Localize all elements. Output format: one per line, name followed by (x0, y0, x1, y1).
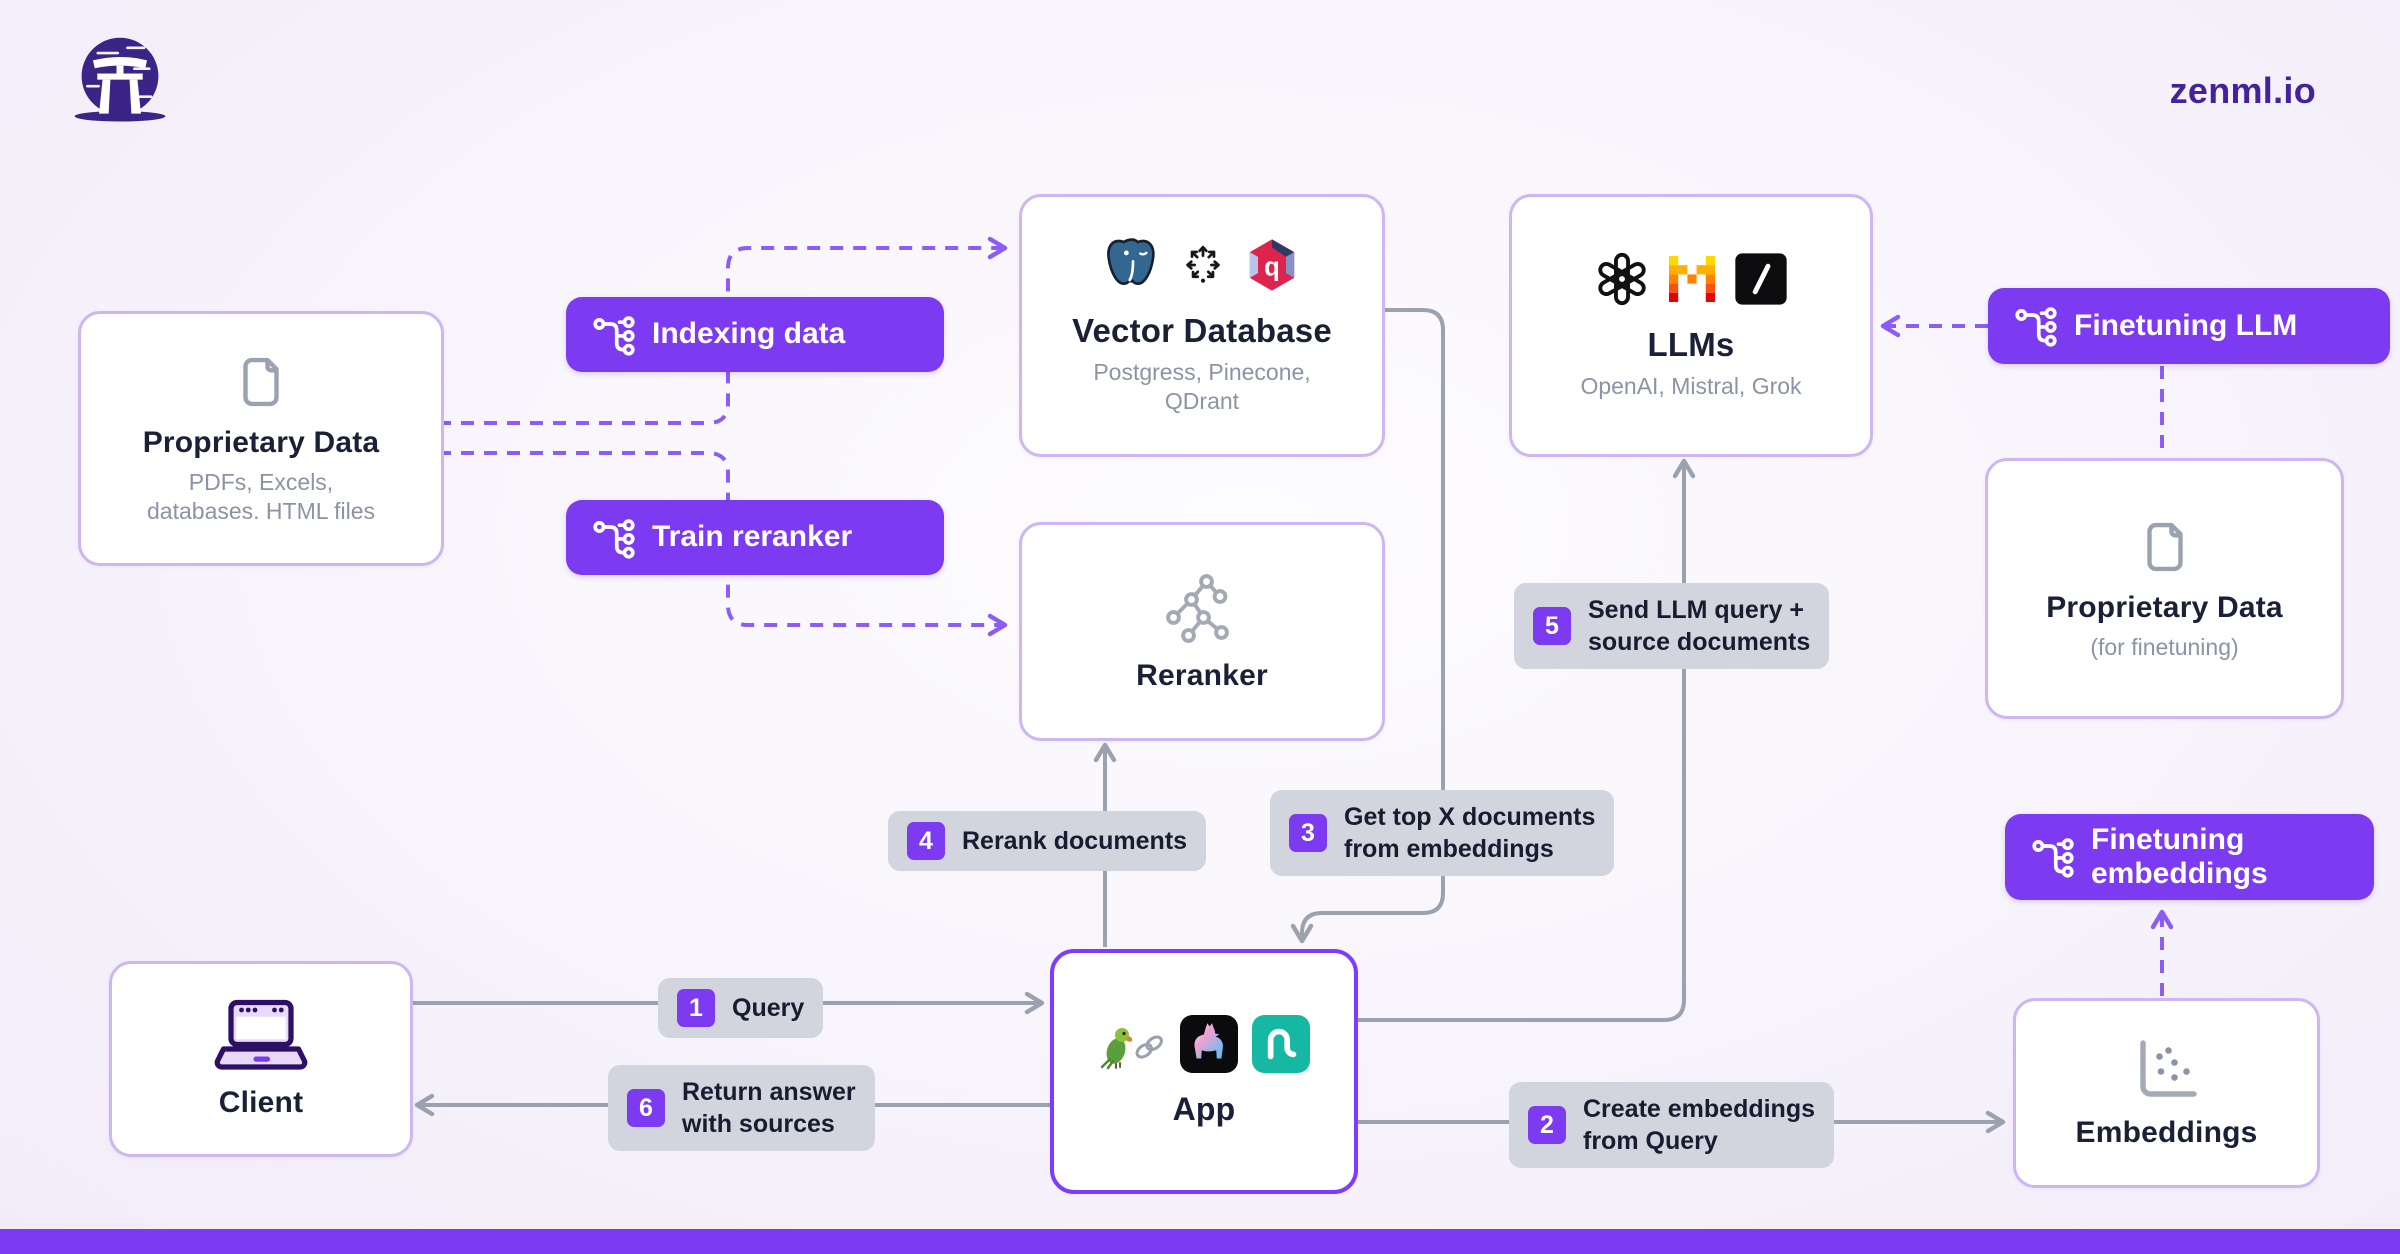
step-label: Query (732, 994, 805, 1022)
app-node: App (1050, 949, 1358, 1194)
step-number: 2 (1528, 1106, 1566, 1144)
grok-icon (1733, 251, 1789, 312)
vector-database-node: q Vector Database Postgress, Pinecone, Q… (1019, 194, 1385, 457)
openai-icon (1593, 250, 1651, 313)
qdrant-icon: q (1244, 237, 1300, 298)
scatter-plot-icon (2131, 1037, 2203, 1103)
step-number: 3 (1289, 814, 1327, 852)
pipeline-label: Indexing data (652, 317, 846, 351)
pipeline-label: Finetuning embeddings (2091, 822, 2268, 891)
pipeline-icon (2031, 835, 2075, 879)
step-badge-1: 1 Query (658, 978, 824, 1038)
node-subtitle: OpenAI, Mistral, Grok (1580, 373, 1802, 400)
step-label: Create embeddings from Query (1583, 1095, 1816, 1155)
finetuning-embeddings-pipeline-button[interactable]: Finetuning embeddings (2005, 814, 2374, 900)
llms-node: LLMs OpenAI, Mistral, Grok (1509, 194, 1873, 457)
client-node: Client (109, 961, 413, 1157)
step-number: 5 (1533, 607, 1571, 645)
llm-icons (1593, 250, 1789, 313)
pipeline-icon (592, 313, 636, 357)
send-llm-query-line (1350, 458, 1696, 1022)
step-badge-3: 3 Get top X documents from embeddings (1270, 790, 1615, 876)
document-icon (230, 351, 292, 413)
node-title: Vector Database (1072, 311, 1332, 349)
node-subtitle: (for finetuning) (2090, 633, 2239, 660)
node-title: Reranker (1136, 658, 1268, 692)
mistral-icon (1669, 256, 1715, 307)
brand-text[interactable]: zenml.io (2169, 70, 2316, 111)
step-badge-6: 6 Return answer with sources (608, 1065, 875, 1151)
finetuning-llm-pipeline-button[interactable]: Finetuning LLM (1988, 288, 2390, 364)
laptop-icon (213, 998, 309, 1073)
step-badge-4: 4 Rerank documents (888, 811, 1207, 871)
langchain-parrot-chain-icon (1098, 1024, 1166, 1070)
embeddings-node: Embeddings (2013, 998, 2320, 1188)
train-reranker-pipeline-button[interactable]: Train reranker (566, 500, 944, 575)
footer-accent-bar (0, 1229, 2400, 1254)
vector-db-icons: q (1104, 236, 1300, 299)
node-title: Proprietary Data (2046, 590, 2283, 624)
llamaindex-icon (1180, 1015, 1238, 1078)
reranker-node: Reranker (1019, 522, 1385, 741)
pinecone-icon (1180, 242, 1226, 293)
pipeline-label: Train reranker (652, 520, 853, 554)
node-title: LLMs (1647, 326, 1735, 364)
top-x-documents-line (1290, 308, 1445, 944)
step-label: Rerank documents (962, 827, 1188, 855)
step-label: Return answer with sources (682, 1078, 856, 1138)
svg-text:q: q (1264, 253, 1280, 281)
tree-nodes-icon (1160, 571, 1244, 646)
step-number: 4 (907, 822, 945, 860)
node-title: Client (218, 1086, 304, 1119)
teal-a-icon (1252, 1015, 1310, 1078)
node-title: Embeddings (2075, 1115, 2258, 1149)
step-label: Send LLM query + source documents (1588, 596, 1811, 656)
document-icon (2134, 516, 2196, 578)
zenml-torii-logo (72, 32, 168, 141)
pipeline-label: Finetuning LLM (2074, 308, 2298, 342)
proprietary-data-node: Proprietary Data PDFs, Excels, databases… (78, 311, 444, 566)
node-title: Proprietary Data (142, 426, 380, 460)
node-title: App (1172, 1091, 1236, 1127)
step-number: 1 (677, 989, 715, 1027)
step-number: 6 (627, 1089, 665, 1127)
step-badge-5: 5 Send LLM query + source documents (1514, 583, 1830, 669)
node-subtitle: Postgress, Pinecone, QDrant (1093, 358, 1311, 414)
pipeline-icon (592, 516, 636, 560)
indexing-data-pipeline-button[interactable]: Indexing data (566, 297, 944, 372)
postgresql-icon (1104, 236, 1162, 299)
proprietary-data-finetuning-node: Proprietary Data (for finetuning) (1985, 458, 2344, 719)
step-badge-2: 2 Create embeddings from Query (1509, 1082, 1835, 1168)
node-subtitle: PDFs, Excels, databases. HTML files (147, 469, 375, 524)
step-label: Get top X documents from embeddings (1344, 803, 1596, 863)
pipeline-icon (2014, 304, 2058, 348)
app-icons (1098, 1015, 1310, 1078)
